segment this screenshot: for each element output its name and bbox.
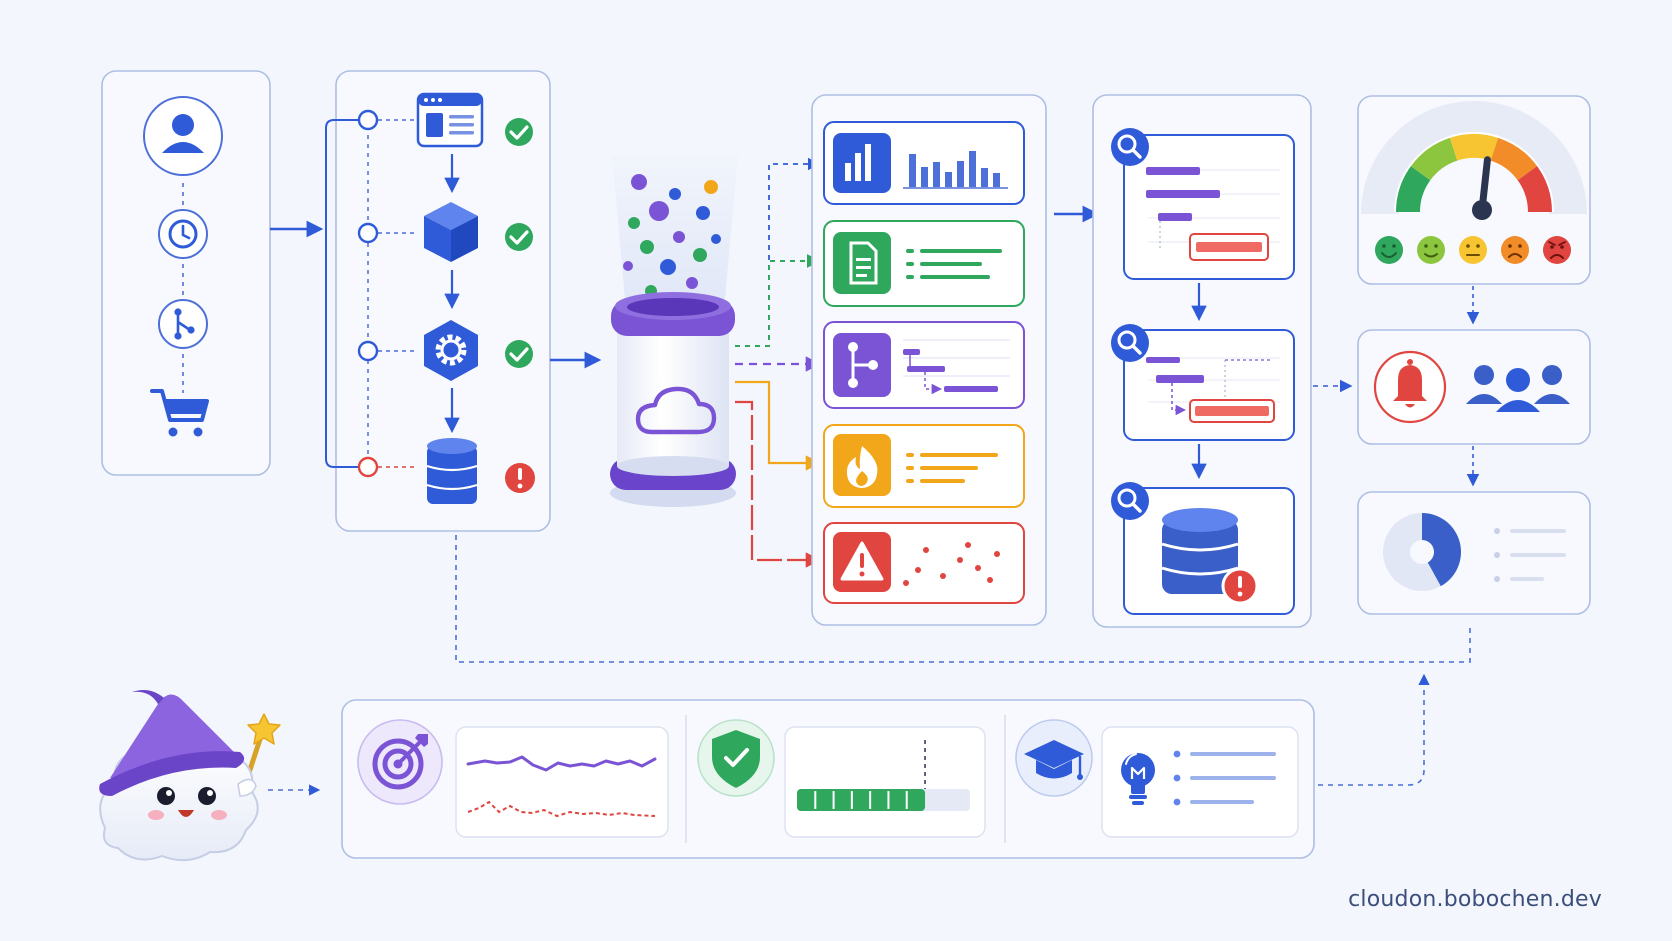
pipeline-stage-cube[interactable] <box>357 202 533 262</box>
branch-icon[interactable] <box>158 299 208 349</box>
reliability-progress-bar <box>797 740 970 811</box>
graduation-cap-icon <box>1024 740 1084 780</box>
insights-to-report-arrow <box>1318 673 1430 786</box>
report-legend <box>1494 528 1566 582</box>
pipeline-panel <box>325 70 551 532</box>
connector-logs <box>735 254 821 347</box>
search-icon <box>1111 128 1149 166</box>
gauge-segment <box>1449 134 1499 161</box>
goals-trend-line <box>466 755 657 772</box>
trace-waterfall <box>903 339 1010 395</box>
clock-icon[interactable] <box>158 209 208 259</box>
database-icon <box>426 438 478 504</box>
connector-profiles <box>735 380 822 471</box>
document-icon <box>833 232 891 294</box>
gauge-segment <box>1517 166 1552 213</box>
face-neutral[interactable] <box>1459 236 1487 264</box>
success-check-icon <box>505 223 533 251</box>
trace-icon <box>833 333 891 397</box>
connector-metrics <box>768 157 821 330</box>
error-scatter <box>903 542 1000 586</box>
sources-panel <box>101 70 271 476</box>
connector-errors <box>735 400 822 568</box>
pipeline-stage-browser[interactable] <box>357 92 533 148</box>
learning-section[interactable] <box>1015 719 1299 838</box>
database-icon <box>1161 508 1239 594</box>
signal-card-logs[interactable] <box>823 220 1025 307</box>
log-lines <box>906 249 1002 279</box>
report-panel <box>1357 491 1591 615</box>
signals-panel <box>811 94 1047 626</box>
site-domain-label: cloudon.bobochen.dev <box>1348 887 1602 912</box>
analysis-panel <box>1092 94 1312 628</box>
warning-icon <box>833 532 891 592</box>
pipeline-stage-database[interactable] <box>357 438 535 504</box>
shield-check-icon <box>712 730 760 788</box>
target-icon <box>372 734 428 790</box>
metrics-mini-chart <box>903 151 1008 189</box>
user-icon[interactable] <box>143 96 223 176</box>
flame-icon <box>833 434 891 496</box>
report-pie-chart <box>1383 513 1461 591</box>
error-alert-icon <box>505 463 535 493</box>
browser-window-icon <box>416 92 484 148</box>
bar-chart-icon <box>833 133 891 193</box>
timeline-analysis-card[interactable] <box>1111 128 1295 280</box>
insights-panel <box>341 699 1315 859</box>
cart-icon[interactable] <box>150 389 209 437</box>
success-check-icon <box>505 118 533 146</box>
gauge-segment <box>1490 137 1538 181</box>
bell-icon[interactable] <box>1373 350 1447 424</box>
goals-baseline-line <box>467 800 656 818</box>
gauge-needle-hub <box>1472 200 1492 220</box>
cube-icon <box>424 202 478 262</box>
gauge-segment <box>1410 137 1458 181</box>
sentiment-panel <box>1357 95 1591 285</box>
error-alert-icon <box>1221 567 1259 605</box>
telemetry-collector <box>610 155 738 507</box>
lightbulb-icon <box>1121 753 1155 805</box>
satisfaction-gauge <box>1361 101 1587 220</box>
face-very-happy[interactable] <box>1375 236 1403 264</box>
wizard-cloud-mascot <box>99 690 281 862</box>
signal-card-profiles[interactable] <box>823 424 1025 508</box>
team-icon[interactable] <box>1466 365 1570 412</box>
data-particles <box>623 174 721 297</box>
gear-icon <box>424 320 478 381</box>
goals-section[interactable] <box>357 719 669 838</box>
search-icon <box>1111 482 1149 520</box>
face-sad[interactable] <box>1501 236 1529 264</box>
pipeline-stage-gear[interactable] <box>357 320 533 381</box>
success-check-icon <box>505 340 533 368</box>
face-happy[interactable] <box>1417 236 1445 264</box>
profile-lines <box>906 453 998 483</box>
pie-slice <box>1422 513 1461 587</box>
face-angry[interactable] <box>1543 236 1571 264</box>
insight-list <box>1173 750 1276 806</box>
database-analysis-card[interactable] <box>1111 482 1295 615</box>
reliability-section[interactable] <box>697 719 986 838</box>
dependency-analysis-card[interactable] <box>1111 324 1295 441</box>
alerting-panel <box>1357 329 1591 445</box>
search-icon <box>1111 324 1149 362</box>
feedback-loop-connector <box>455 535 1471 663</box>
signal-card-errors[interactable] <box>823 522 1025 604</box>
cloud-icon <box>635 386 717 435</box>
gauge-segment <box>1396 166 1431 213</box>
progress-fill <box>797 789 926 811</box>
signal-card-traces[interactable] <box>823 321 1025 409</box>
signal-card-metrics[interactable] <box>823 121 1025 205</box>
